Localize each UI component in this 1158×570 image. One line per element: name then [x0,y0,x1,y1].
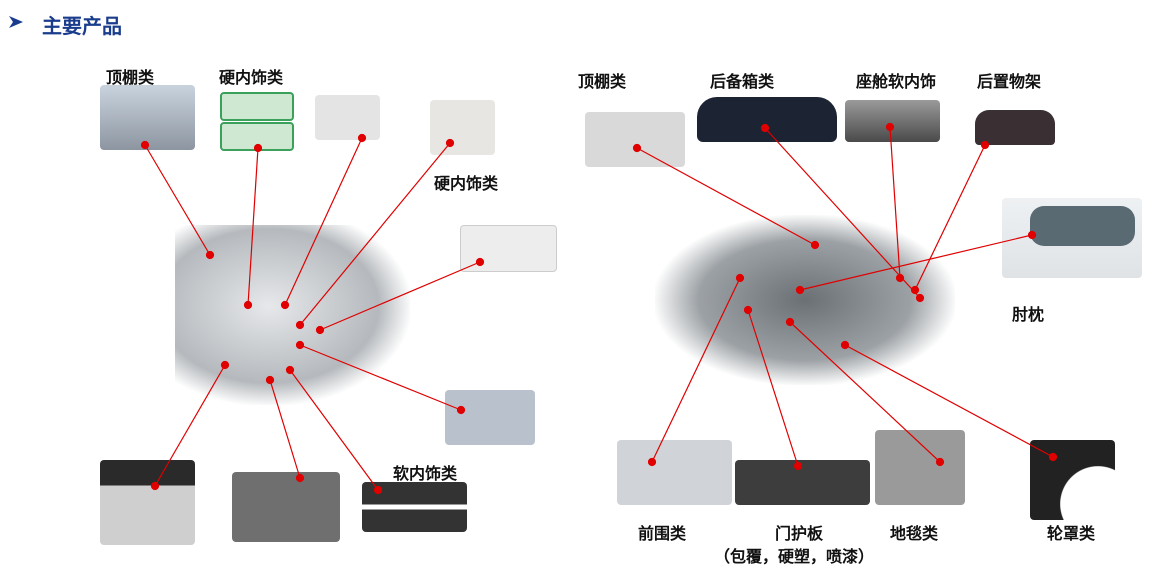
label-rear-shelf: 后置物架 [977,72,1042,91]
label-car-headliner: 顶棚类 [578,72,627,91]
label-truck-hard-trim-top: 硬内饰类 [219,68,284,87]
trunk-image [697,97,837,142]
floor-trim-image [100,460,195,545]
label-wheel-arch: 轮罩类 [1047,524,1096,543]
soft-mat-image [445,390,535,445]
dash-insulator-image [617,440,732,505]
armrest-image [1002,198,1142,278]
rear-shelf-image [975,110,1055,145]
wheel-arch-image [1030,440,1115,520]
trim-panel-image [430,100,495,155]
bracket-image [315,95,380,140]
hard-trim-image-1 [220,92,294,121]
truck-headliner-image [100,85,195,150]
label-trunk: 后备箱类 [710,72,775,91]
label-truck-headliner: 顶棚类 [106,68,155,87]
cabin-soft-trim-image [845,100,940,142]
car-headliner-image [585,112,685,167]
molded-part-image [232,472,340,542]
door-panel-image [735,460,870,505]
page-title: 主要产品 [42,14,122,38]
carpet-image [875,430,965,505]
label-carpet: 地毯类 [890,524,939,543]
label-door-panel: 门护板 [775,524,824,543]
label-door-panel-note: （包覆，硬塑，喷漆） [714,547,875,566]
label-cabin-soft-trim: 座舱软内饰 [856,72,937,91]
car-image [655,215,955,385]
label-dash-insulator: 前围类 [638,524,687,543]
label-armrest: 肘枕 [1012,305,1045,324]
label-truck-soft-trim: 软内饰类 [393,464,458,483]
label-truck-hard-trim-right: 硬内饰类 [434,174,499,193]
arrow-bullet-icon [9,16,23,28]
truck-image [175,225,410,405]
